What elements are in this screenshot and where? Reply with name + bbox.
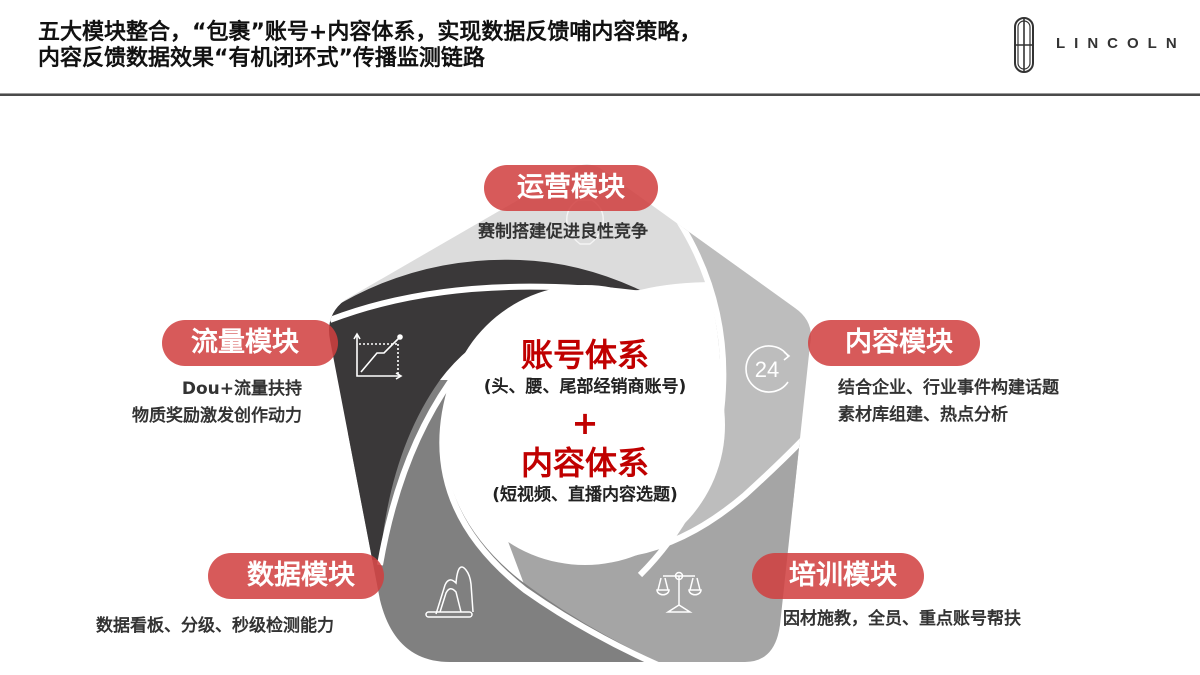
lincoln-star-logo-icon <box>1014 17 1034 73</box>
module-pill-data: 数据模块 <box>208 553 384 599</box>
module-pill-traffic: 流量模块 <box>162 320 338 366</box>
module-pill-content: 内容模块 <box>808 320 980 366</box>
lightbulb-icon <box>566 199 604 245</box>
scale-icon <box>656 571 702 613</box>
svg-text:24: 24 <box>755 357 779 382</box>
module-desc-content: 结合企业、行业事件构建话题 素材库组建、热点分析 <box>838 375 1059 429</box>
module-desc-line: 数据看板、分级、秒级检测能力 <box>96 616 334 636</box>
blade-traffic <box>329 259 640 560</box>
module-desc-line: 赛制搭建促进良性竞争 <box>478 222 648 242</box>
module-desc-line: 结合企业、行业事件构建话题 <box>838 378 1059 398</box>
module-desc-line: 物质奖励激发创作动力 <box>132 406 302 426</box>
header-divider <box>0 93 1200 96</box>
clock-24-icon: 24 <box>745 345 791 393</box>
module-desc-line: 因材施教，全员、重点账号帮扶 <box>783 609 1021 629</box>
slide-header: 五大模块整合，“包裹”账号+内容体系，实现数据反馈哺内容策略， 内容反馈数据效果… <box>0 0 1200 96</box>
slide-title: 五大模块整合，“包裹”账号+内容体系，实现数据反馈哺内容策略， 内容反馈数据效果… <box>38 20 701 72</box>
slide-title-line-2: 内容反馈数据效果“有机闭环式”传播监测链路 <box>38 46 485 71</box>
module-desc-line: Dou+流量扶持 <box>181 379 302 399</box>
module-desc-training: 因材施教，全员、重点账号帮扶 <box>783 606 1021 633</box>
module-desc-operations: 赛制搭建促进良性竞争 <box>478 219 648 246</box>
blade-content <box>640 164 811 570</box>
module-pill-training: 培训模块 <box>752 553 924 599</box>
module-pill-operations: 运营模块 <box>484 165 658 211</box>
slide-title-line-1: 五大模块整合，“包裹”账号+内容体系，实现数据反馈哺内容策略， <box>38 20 702 45</box>
module-desc-line: 素材库组建、热点分析 <box>838 405 1008 425</box>
plus-sign: + <box>571 404 599 442</box>
account-system-subtitle: (头、腰、尾部经销商账号) <box>483 377 687 397</box>
line-chart-icon <box>353 332 403 380</box>
mountain-icon <box>425 566 474 618</box>
brand-name: LINCOLN <box>1056 35 1186 52</box>
content-system-title: 内容体系 <box>520 444 649 482</box>
module-desc-traffic: Dou+流量扶持 物质奖励激发创作动力 <box>100 376 302 430</box>
center-core: 账号体系 (头、腰、尾部经销商账号) + 内容体系 (短视频、直播内容选题) <box>445 335 725 507</box>
module-desc-data: 数据看板、分级、秒级检测能力 <box>96 613 334 640</box>
content-system-subtitle: (短视频、直播内容选题) <box>492 485 678 505</box>
account-system-title: 账号体系 <box>520 336 649 374</box>
center-circle <box>445 285 725 565</box>
lincoln-logo: LINCOLN <box>1012 15 1187 75</box>
